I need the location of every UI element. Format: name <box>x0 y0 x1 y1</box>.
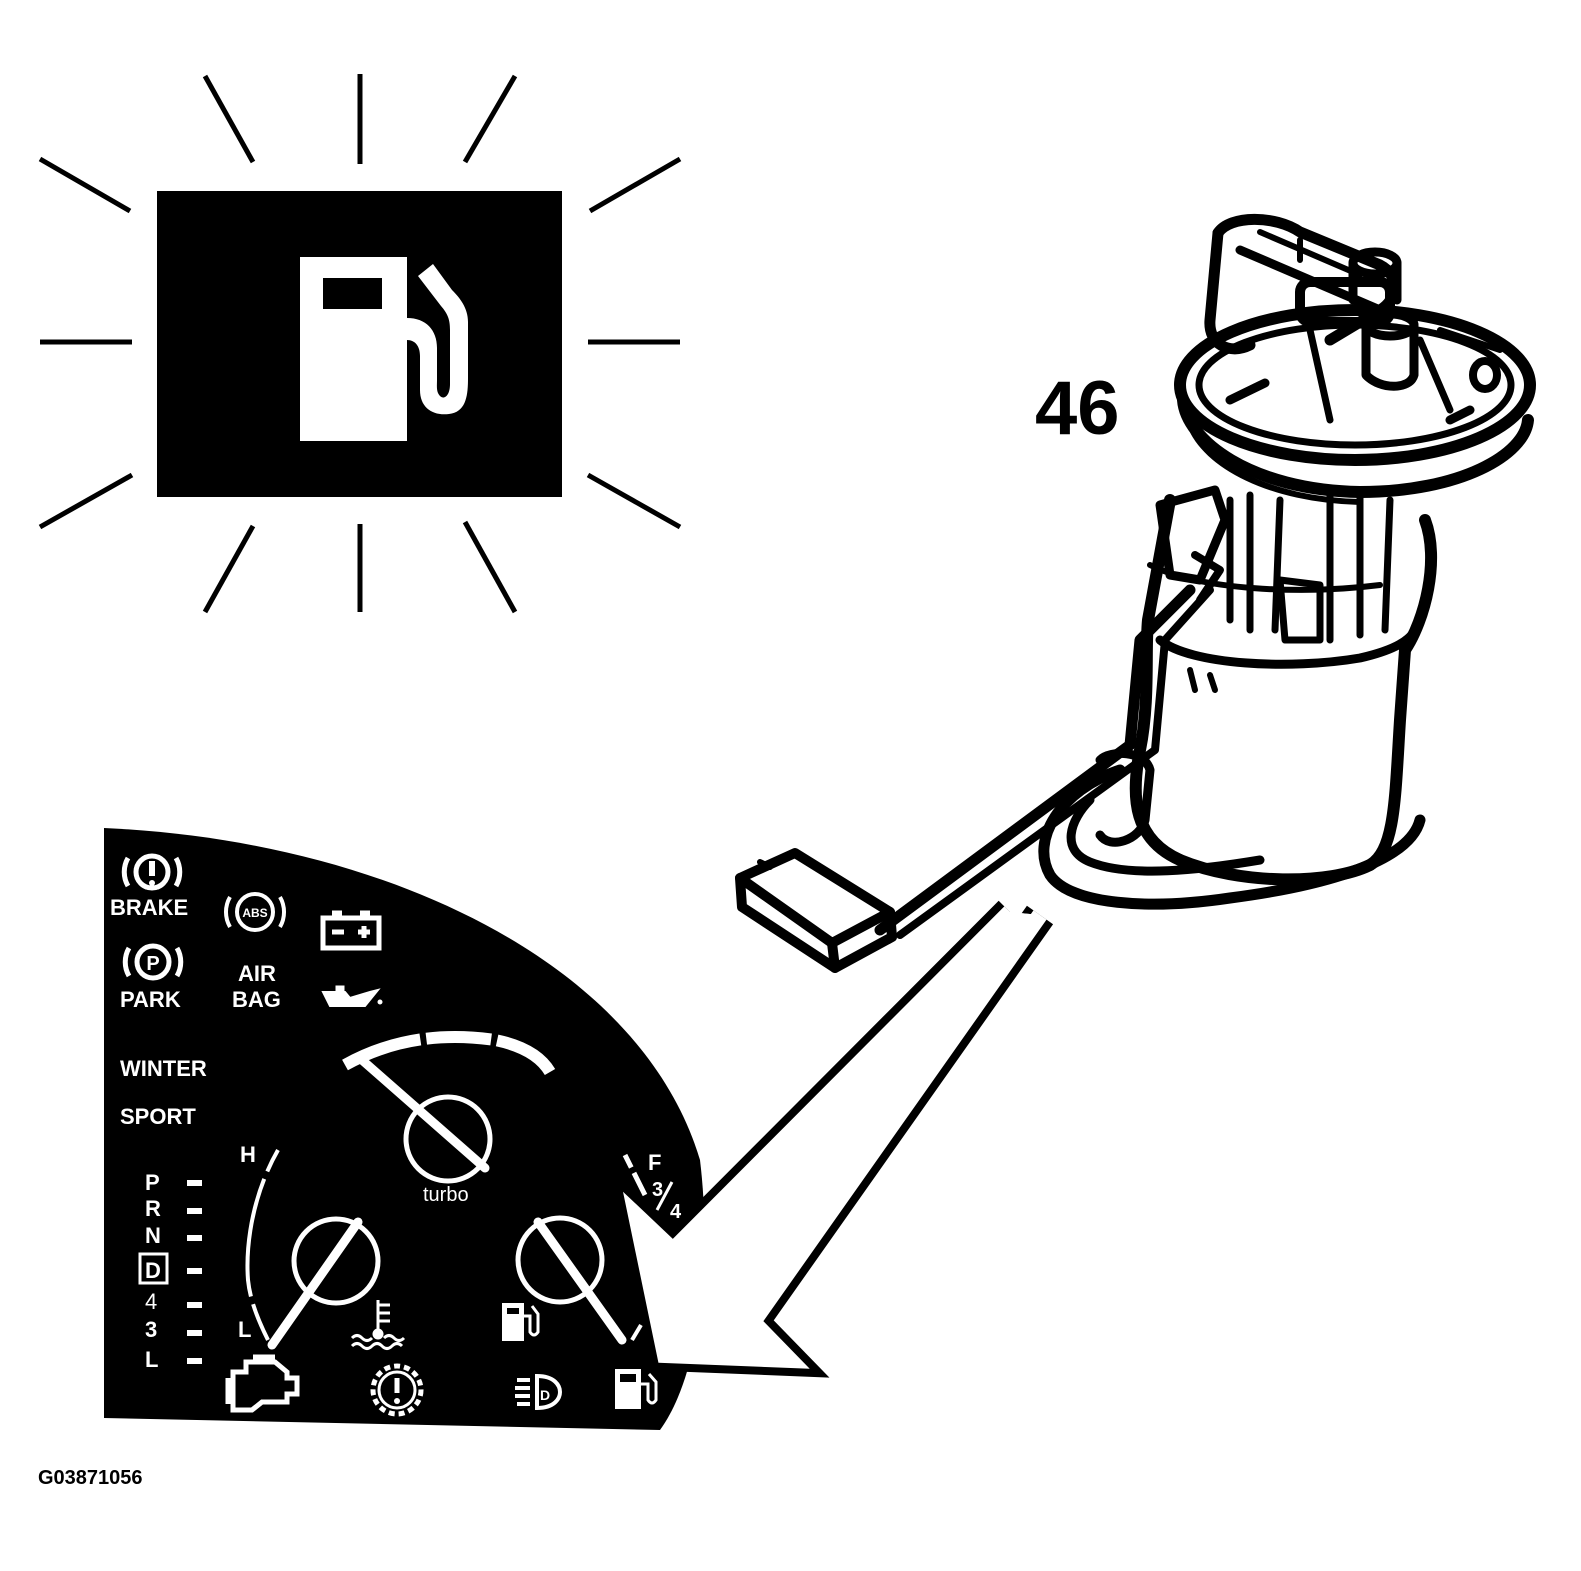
gear-4: 4 <box>145 1289 157 1314</box>
headlamp-leveling-icon <box>515 1373 563 1411</box>
coolant-temp-icon <box>350 1300 406 1350</box>
gear-l: L <box>145 1347 158 1372</box>
brake-warning-icon <box>121 853 183 891</box>
abs-label: ABS <box>242 906 267 920</box>
low-fuel-icon <box>615 1369 658 1409</box>
turbo-gauge: turbo <box>342 1031 556 1206</box>
turbo-label: turbo <box>423 1184 469 1206</box>
cluster-panel <box>104 828 705 1430</box>
turbo-scale <box>342 1031 556 1076</box>
temp-gauge: H L <box>238 1142 381 1350</box>
gear-p: P <box>145 1170 160 1195</box>
module-float <box>735 848 897 973</box>
gear-d: D <box>145 1258 161 1283</box>
callout-number: 46 <box>1035 366 1120 451</box>
fuel-needle <box>533 1217 627 1345</box>
winter-label: WINTER <box>120 1056 207 1081</box>
gear-marks <box>187 1180 202 1364</box>
fuel-full-label: F <box>648 1150 661 1175</box>
flash-rays <box>38 74 682 614</box>
temp-low-label: L <box>238 1317 251 1342</box>
gear-r: R <box>145 1196 161 1221</box>
fuel-scale <box>622 1153 648 1197</box>
oil-can-icon <box>321 985 383 1007</box>
gear-indicator: P R N D 4 3 L <box>138 1170 202 1372</box>
figure-id: G03871056 <box>38 1467 143 1489</box>
pointer-arrow-inner <box>636 912 1040 1360</box>
airbag-label-line2: BAG <box>232 987 281 1012</box>
temp-needle <box>267 1217 363 1350</box>
gear-3: 3 <box>145 1317 157 1342</box>
brake-label: BRAKE <box>110 895 188 920</box>
headlamp-d-glyph: D <box>540 1387 550 1403</box>
transmission-warning-icon <box>370 1363 424 1417</box>
airbag-label-line1: AIR <box>238 961 276 986</box>
module-flange <box>1174 304 1536 505</box>
battery-icon <box>320 910 382 951</box>
fuel-gauge: F 3 4 <box>515 1150 682 1345</box>
module-reservoir <box>1038 485 1438 910</box>
check-engine-icon <box>225 1354 300 1413</box>
fuel-3q-denominator: 4 <box>670 1201 682 1223</box>
park-brake-icon <box>122 943 184 981</box>
temp-high-label: H <box>240 1142 256 1167</box>
flashing-fuel-warning-lamp <box>38 74 682 614</box>
gear-n: N <box>145 1223 161 1248</box>
gear-selected-box <box>138 1252 169 1285</box>
instrument-cluster: BRAKE ABS P PARK AIR BAG <box>104 828 705 1430</box>
turbo-needle <box>357 1055 490 1173</box>
fuel-pump-small-icon <box>502 1303 540 1341</box>
temp-scale <box>245 1149 280 1341</box>
park-p-glyph: P <box>146 953 159 975</box>
fuel-pump-module <box>735 213 1536 973</box>
park-label: PARK <box>120 987 181 1012</box>
module-top-connector <box>1204 213 1503 425</box>
fuel-3q-numerator: 3 <box>652 1179 663 1201</box>
module-float-arm <box>874 551 1224 939</box>
fuel-pump-icon <box>300 257 468 441</box>
fuel-3q-slash <box>655 1181 674 1211</box>
sport-label: SPORT <box>120 1104 196 1129</box>
abs-icon <box>224 892 286 932</box>
